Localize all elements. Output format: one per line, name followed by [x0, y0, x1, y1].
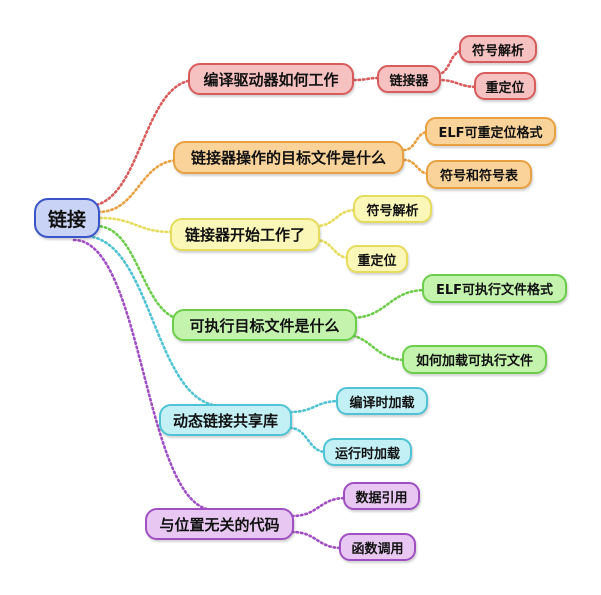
node-relocation-2[interactable]: 重定位 — [346, 245, 408, 273]
node-elf-executable[interactable]: ELF可执行文件格式 — [422, 274, 567, 303]
node-load-executable[interactable]: 如何加载可执行文件 — [402, 345, 547, 374]
connector-lines — [72, 49, 480, 550]
node-linker[interactable]: 链接器 — [377, 65, 441, 93]
branch-linker-starts[interactable]: 链接器开始工作了 — [170, 218, 320, 251]
connector-line — [290, 496, 348, 518]
connector-line — [314, 238, 352, 260]
node-data-reference[interactable]: 数据引用 — [343, 482, 420, 510]
node-compile-time-load[interactable]: 编译时加载 — [336, 387, 428, 415]
branch-executable-files[interactable]: 可执行目标文件是什么 — [172, 309, 357, 341]
branch-compiler-driver[interactable]: 编译驱动器如何工作 — [188, 63, 354, 95]
connector-line — [96, 158, 182, 214]
root-node[interactable]: 链接 — [34, 198, 100, 238]
connector-line — [288, 426, 328, 454]
node-elf-relocatable[interactable]: ELF可重定位格式 — [425, 117, 556, 146]
node-symbol-resolution-1[interactable]: 符号解析 — [459, 35, 537, 63]
node-symbol-table[interactable]: 符号和符号表 — [426, 160, 532, 189]
connector-line — [436, 78, 480, 89]
connector-line — [288, 399, 342, 414]
node-function-call[interactable]: 函数调用 — [339, 533, 416, 561]
connector-line — [94, 224, 188, 322]
node-symbol-resolution-2[interactable]: 符号解析 — [353, 195, 432, 223]
node-relocation-1[interactable]: 重定位 — [474, 72, 536, 100]
connector-line — [290, 530, 344, 550]
node-runtime-load[interactable]: 运行时加载 — [323, 438, 412, 466]
connector-line — [348, 288, 428, 320]
connector-line — [98, 216, 174, 234]
connector-line — [72, 238, 216, 512]
branch-shared-libraries[interactable]: 动态链接共享库 — [159, 404, 292, 436]
branch-position-independent-code[interactable]: 与位置无关的代码 — [145, 508, 294, 540]
branch-object-files[interactable]: 链接器操作的目标文件是什么 — [173, 141, 404, 174]
connector-line — [82, 234, 224, 408]
connector-line — [86, 78, 198, 208]
connector-line — [314, 208, 358, 228]
